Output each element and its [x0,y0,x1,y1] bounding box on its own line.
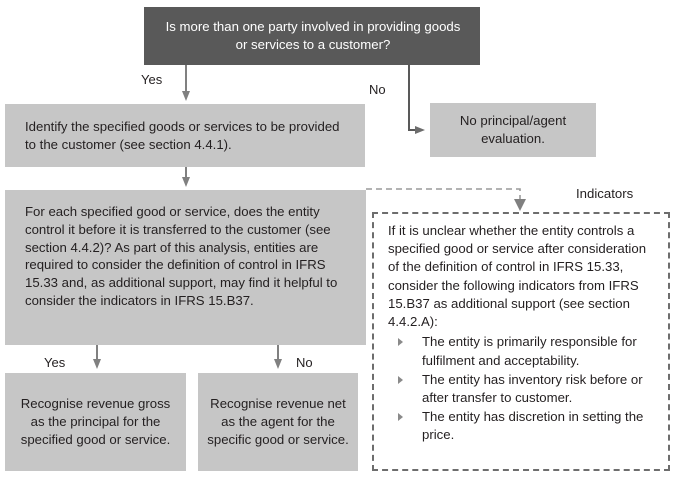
list-item-text: The entity has discretion in setting the… [422,409,644,443]
edge-label-bottom-yes: Yes [44,355,66,370]
edge-label-bottom-no: No [296,355,313,370]
list-item-text: The entity has inventory risk before or … [422,371,643,405]
process-node-no-evaluation-text: No principal/agent evaluation. [459,113,567,146]
edge-label-top-yes: Yes [141,72,163,87]
edge-decision-to-no-evaluation [408,65,425,134]
process-node-no-evaluation[interactable]: No principal/agent evaluation. [430,103,596,157]
indicators-intro-text: If it is unclear whether the entity cont… [388,223,647,330]
edge-control-to-indicators [366,188,526,211]
edge-label-top-no: No [369,82,386,97]
decision-node-text: Is more than one party involved in provi… [165,19,461,52]
process-node-identify-goods[interactable]: Identify the specified goods or services… [5,104,365,167]
indicators-panel[interactable]: If it is unclear whether the entity cont… [372,212,670,471]
process-node-recognise-net-text: Recognise revenue net as the agent for t… [207,396,349,447]
list-item: The entity has inventory risk before or … [388,371,656,407]
list-item: The entity is primarily responsible for … [388,333,656,369]
process-node-control-assessment-text: For each specified good or service, does… [25,204,338,309]
process-node-identify-goods-text: Identify the specified goods or services… [25,118,340,152]
process-node-control-assessment[interactable]: For each specified good or service, does… [5,190,366,345]
list-item-text: The entity is primarily responsible for … [422,334,637,368]
triangle-bullet-icon [398,375,403,384]
indicators-label: Indicators [576,186,634,201]
list-item: The entity has discretion in setting the… [388,408,656,444]
process-node-recognise-gross-text: Recognise revenue gross as the principal… [20,396,171,447]
process-node-recognise-gross[interactable]: Recognise revenue gross as the principal… [5,373,186,471]
decision-node-multiple-parties[interactable]: Is more than one party involved in provi… [144,7,480,65]
triangle-bullet-icon [398,338,403,347]
indicators-list: The entity is primarily responsible for … [388,333,656,444]
triangle-bullet-icon [398,413,403,422]
process-node-recognise-net[interactable]: Recognise revenue net as the agent for t… [198,373,358,471]
